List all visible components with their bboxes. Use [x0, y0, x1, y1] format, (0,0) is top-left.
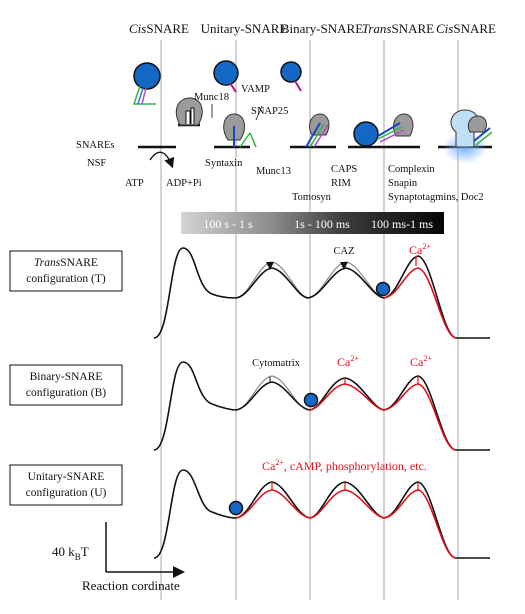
label-caps: CAPS: [331, 164, 357, 175]
scale-label: 40 kBT: [52, 544, 89, 562]
label-nsf: NSF: [87, 158, 106, 169]
label-atp: ATP: [125, 178, 144, 189]
vesicle-marker-u: [228, 500, 244, 516]
nsf-arrow: [149, 151, 175, 169]
annotation-ca-b1: Ca2+: [337, 354, 359, 369]
vesicle-marker-b: [303, 392, 319, 408]
curve-unitary-black: [153, 469, 490, 559]
vesicle-vamp-1: [213, 60, 239, 86]
stage-header-binary: Binary-SNARE: [281, 21, 363, 36]
label-snapin: Snapin: [388, 178, 418, 189]
label-snares: SNAREs: [76, 140, 115, 151]
label-syntaxin: Syntaxin: [205, 158, 243, 169]
label-vamp: VAMP: [241, 84, 270, 95]
schematic-illustrations: [132, 60, 493, 169]
panel-t-sub: configuration (T): [26, 273, 106, 285]
stage-header-unitary: Unitary-SNARE: [201, 21, 288, 36]
vesicle-cis: [133, 62, 161, 90]
stage-header-cis-2: CisSNARE: [436, 21, 496, 36]
stage-headers: CisSNARE Unitary-SNARE Binary-SNARE Tran…: [129, 21, 496, 36]
landscape-binary: Cytomatrix Ca2+ Ca2+: [153, 354, 490, 451]
axes: 40 kBT Reaction cordinate: [52, 522, 185, 593]
vesicle-vamp-2: [280, 61, 302, 83]
landscape-trans: CAZ Ca2+: [153, 242, 490, 339]
annotation-caz: CAZ: [334, 246, 355, 257]
label-rim: RIM: [331, 178, 352, 189]
panel-t-title: TransSNARE: [34, 257, 98, 269]
label-tomosyn: Tomosyn: [292, 192, 332, 203]
timescale-seg-2: 1s - 100 ms: [294, 217, 350, 231]
vesicle-marker-t: [375, 281, 391, 297]
label-synaptotagmins: Synaptotagmins, Doc2: [388, 192, 484, 203]
panel-labels: TransSNARE configuration (T) Binary-SNAR…: [9, 250, 123, 506]
annotation-ca-u: Ca2+, cAMP, phosphorylation, etc.: [262, 458, 427, 473]
label-snap25: SNAP25: [251, 106, 288, 117]
annotation-cytomatrix: Cytomatrix: [252, 358, 301, 369]
annotation-ca-t: Ca2+: [409, 242, 431, 257]
panel-b-title: Binary-SNARE: [30, 371, 103, 383]
timescale-seg-1: 100 s - 1 s: [203, 217, 253, 231]
stage-header-cis-1: CisSNARE: [129, 21, 189, 36]
label-adp: ADP+Pi: [166, 178, 202, 189]
panel-u-title: Unitary-SNARE: [28, 471, 105, 483]
vesicle-trans: [353, 121, 379, 147]
label-complexin: Complexin: [388, 164, 435, 175]
curve-unitary-red: [235, 489, 457, 559]
curve-trans-red: [383, 267, 457, 339]
curve-trans-black: [153, 247, 490, 339]
curve-binary-red: [309, 383, 457, 451]
panel-u-sub: configuration (U): [26, 487, 107, 499]
timescale-bar: 100 s - 1 s 1s - 100 ms 100 ms-1 ms: [181, 212, 444, 234]
panel-b-sub: configuration (B): [26, 387, 106, 399]
label-munc13: Munc13: [256, 166, 291, 177]
label-munc18: Munc18: [194, 92, 229, 103]
timescale-seg-3: 100 ms-1 ms: [371, 217, 433, 231]
annotation-ca-b2: Ca2+: [410, 354, 432, 369]
schematic-labels: Munc18 VAMP SNAP25 SNAREs NSF ATP ADP+Pi…: [76, 84, 484, 203]
landscape-unitary: Ca2+, cAMP, phosphorylation, etc.: [153, 458, 490, 559]
stage-header-trans: TransSNARE: [362, 21, 434, 36]
x-axis-label: Reaction cordinate: [82, 578, 180, 593]
curve-binary-black: [153, 361, 490, 451]
